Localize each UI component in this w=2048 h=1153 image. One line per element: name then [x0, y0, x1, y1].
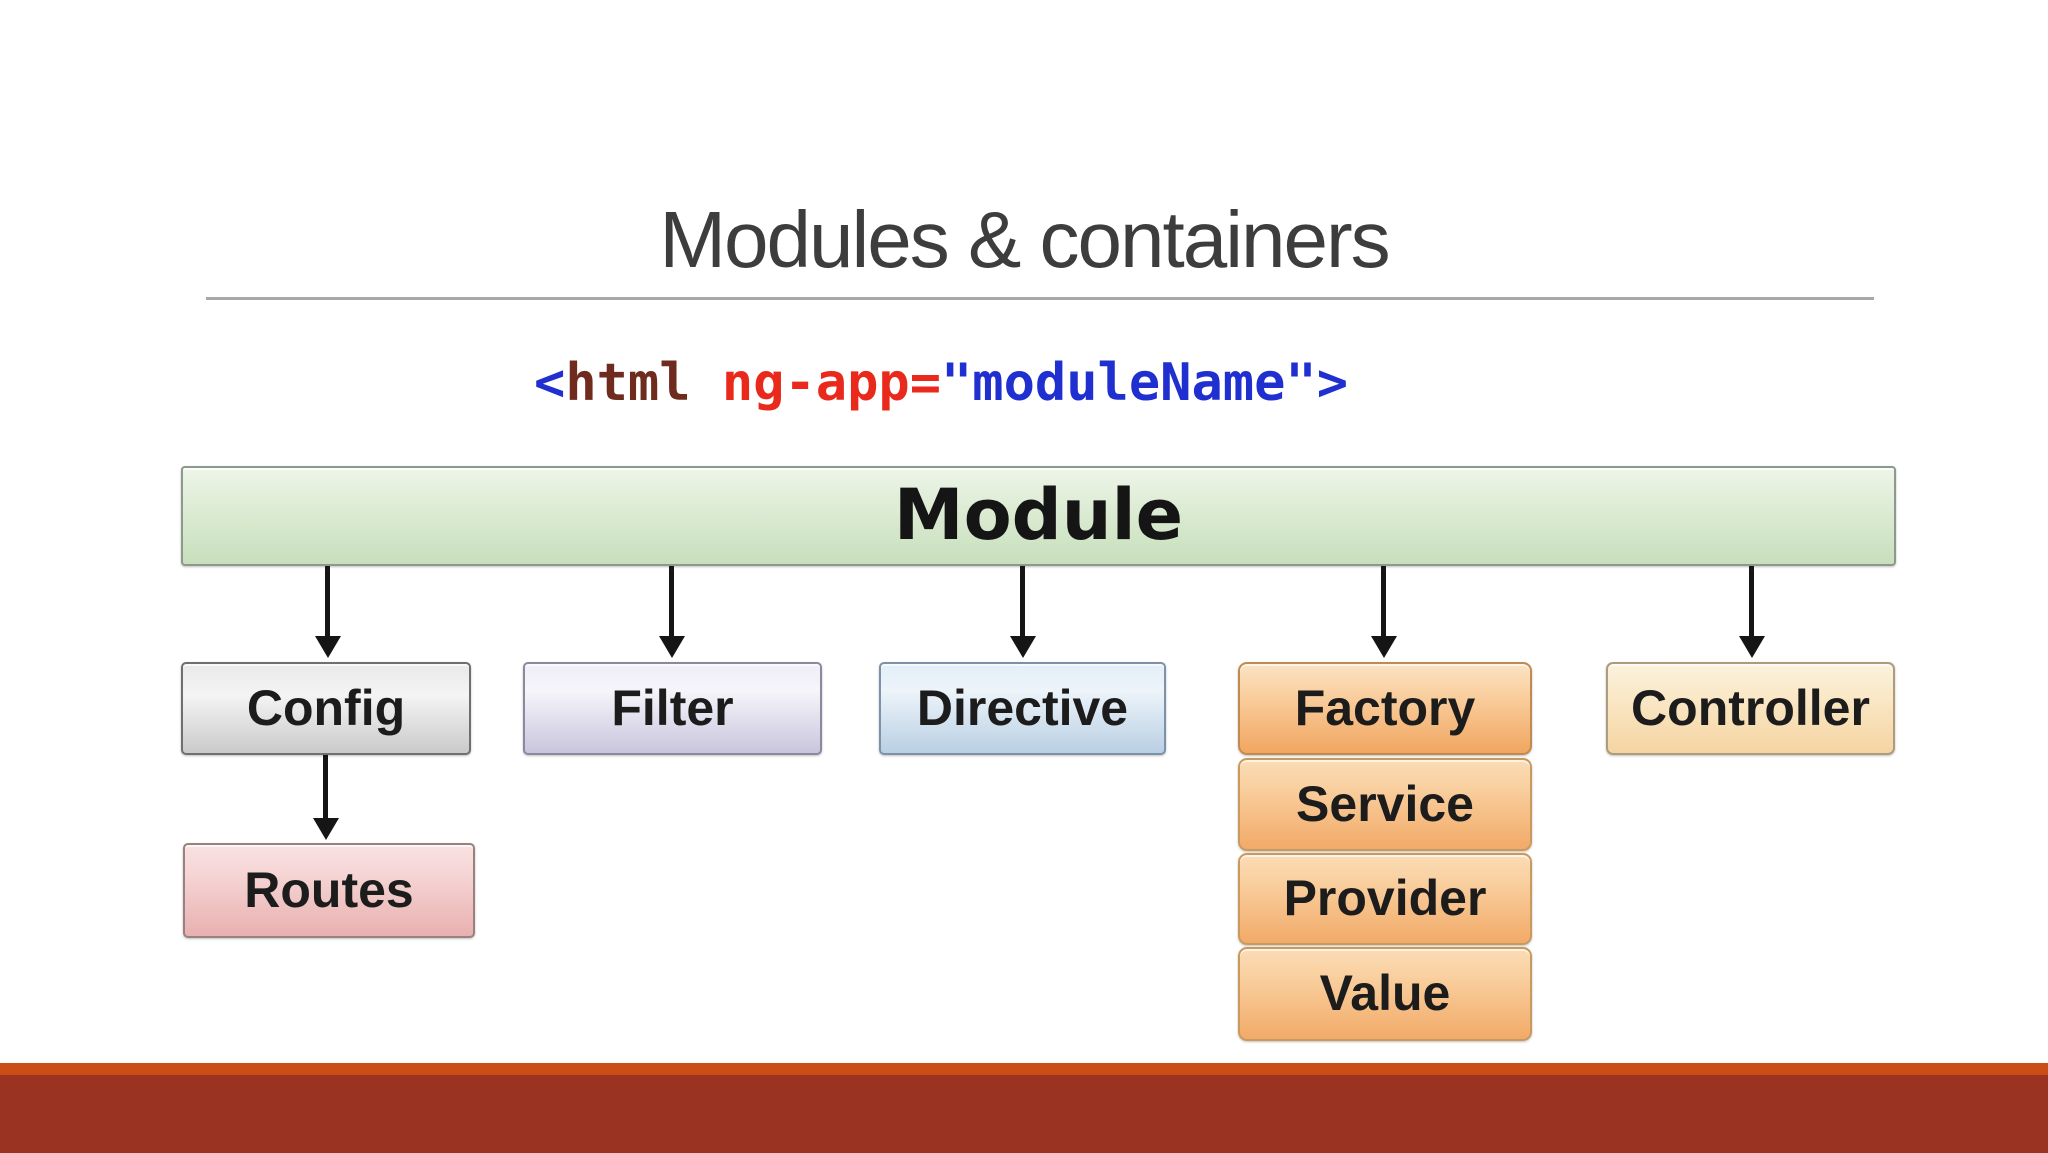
code-attr-value: "moduleName"	[941, 353, 1317, 413]
code-tag-name: html	[565, 353, 691, 413]
arrowhead-icon	[313, 818, 339, 840]
arrowhead-icon	[1739, 636, 1765, 658]
footer-bar	[0, 1075, 2048, 1153]
service-label: Service	[1296, 775, 1474, 832]
config-label: Config	[246, 679, 406, 736]
service-box: Service	[1238, 758, 1532, 851]
arrow-module-to-factory	[1371, 566, 1397, 658]
controller-box: Controller	[1606, 662, 1895, 755]
arrow-shaft	[323, 755, 328, 820]
footer-accent-bar	[0, 1063, 2048, 1075]
arrowhead-icon	[1371, 636, 1397, 658]
arrow-config-to-routes	[313, 755, 339, 840]
slide-title: Modules & containers	[659, 195, 1390, 284]
arrowhead-icon	[315, 636, 341, 658]
arrowhead-icon	[1010, 636, 1036, 658]
value-label: Value	[1319, 965, 1451, 1021]
arrow-shaft	[1749, 566, 1754, 638]
routes-box: Routes	[183, 843, 475, 938]
directive-label: Directive	[916, 679, 1129, 736]
directive-box: Directive	[879, 662, 1166, 755]
code-close-bracket: >	[1316, 353, 1348, 413]
arrow-shaft	[325, 566, 330, 638]
title-underline-rule	[206, 297, 1874, 300]
module-box: Module	[181, 466, 1896, 566]
arrow-shaft	[1381, 566, 1386, 638]
code-open-bracket: <	[534, 353, 566, 413]
routes-label: Routes	[244, 861, 414, 918]
arrowhead-icon	[659, 636, 685, 658]
arrow-module-to-directive	[1010, 566, 1036, 658]
arrow-shaft	[669, 566, 674, 638]
filter-box: Filter	[523, 662, 822, 755]
value-box: Value	[1238, 947, 1532, 1041]
provider-label: Provider	[1283, 870, 1487, 926]
provider-box: Provider	[1238, 853, 1532, 945]
filter-label: Filter	[611, 679, 734, 736]
code-snippet: <html ng-app="moduleName">	[534, 352, 1348, 414]
controller-label: Controller	[1631, 679, 1870, 736]
factory-label: Factory	[1294, 679, 1476, 736]
code-attribute: ng-app=	[690, 353, 941, 413]
arrow-module-to-config	[315, 566, 341, 658]
arrow-shaft	[1020, 566, 1025, 638]
config-box: Config	[181, 662, 471, 755]
arrow-module-to-controller	[1739, 566, 1765, 658]
module-label: Module	[893, 474, 1184, 556]
arrow-module-to-filter	[659, 566, 685, 658]
factory-box: Factory	[1238, 662, 1532, 755]
